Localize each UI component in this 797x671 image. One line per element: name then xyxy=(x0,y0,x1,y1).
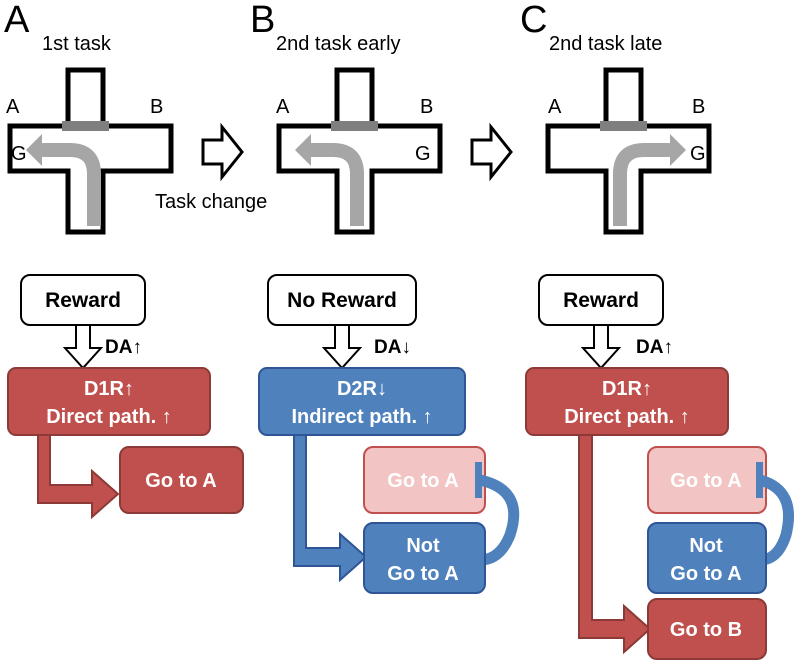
da-arrow xyxy=(580,324,622,370)
path-arrow xyxy=(40,143,101,226)
reward-label: Reward xyxy=(563,289,639,312)
da-label: DA↑ xyxy=(636,337,673,358)
indirect-arrow xyxy=(293,434,368,583)
panel-title: 2nd task early xyxy=(276,33,401,55)
path-arrow xyxy=(613,143,670,226)
arm-label-right: B xyxy=(420,96,433,118)
inhibition-curve xyxy=(758,474,795,566)
task-change-arrow-2 xyxy=(470,122,513,182)
reward-label: Reward xyxy=(45,289,121,312)
da-arrow xyxy=(321,324,363,370)
pathway-line2: Direct path. ↑ xyxy=(46,406,172,428)
start-door xyxy=(600,121,647,131)
not-label: Not xyxy=(406,535,440,557)
task-change-arrow-1 xyxy=(201,122,244,182)
go-to-a-label: Go to A xyxy=(145,470,216,492)
pathway-line1: D2R↓ xyxy=(337,378,387,400)
go-to-a-label: Go to A xyxy=(670,470,741,492)
maze-diagram xyxy=(279,70,440,232)
goal-label: G xyxy=(690,143,706,165)
panel-b: B 2nd task early A B G No Reward DA↓ D2R… xyxy=(250,0,520,594)
go-to-b-box xyxy=(647,598,767,660)
go-to-a-box xyxy=(119,446,244,514)
panel-title: 1st task xyxy=(42,33,112,55)
pathway-line1: D1R↑ xyxy=(602,378,652,400)
da-label: DA↑ xyxy=(105,337,142,358)
pathway-line1: D1R↑ xyxy=(84,378,134,400)
panel-letter: A xyxy=(4,0,30,41)
path-arrowhead xyxy=(26,134,42,166)
goal-label: G xyxy=(415,143,431,165)
inhibition-bar xyxy=(475,462,482,498)
arm-label-left: A xyxy=(276,96,290,118)
direct-arrow xyxy=(37,434,120,520)
da-label: DA↓ xyxy=(374,337,411,358)
not-go-to-a-box xyxy=(647,522,767,594)
not-label: Not xyxy=(689,535,723,557)
go-to-b-label: Go to B xyxy=(670,619,742,641)
arm-label-left: A xyxy=(6,96,20,118)
go-to-a-label: Go to A xyxy=(387,563,458,585)
indirect-pathway-box xyxy=(258,367,466,436)
panel-c: C 2nd task late A B G Reward DA↑ D1R↑ Di… xyxy=(520,0,795,660)
arm-label-right: B xyxy=(150,96,163,118)
pathway-line2: Indirect path. ↑ xyxy=(291,406,432,428)
direct-pathway-box xyxy=(7,367,211,436)
panel-title: 2nd task late xyxy=(549,33,662,55)
path-arrowhead xyxy=(295,134,311,166)
path-arrowhead xyxy=(670,134,686,166)
start-door xyxy=(331,121,378,131)
start-door xyxy=(62,121,109,131)
go-to-a-label: Go to A xyxy=(670,563,741,585)
direct-arrow xyxy=(578,434,652,655)
task-change-label: Task change xyxy=(155,191,267,213)
direct-pathway-box xyxy=(525,367,729,436)
arm-label-left: A xyxy=(548,96,562,118)
panel-letter: B xyxy=(250,0,275,41)
panel-a: A 1st task A B G Reward DA↑ D1R↑ Direct … xyxy=(4,0,244,520)
goal-label: G xyxy=(11,143,27,165)
inhibition-bar xyxy=(756,462,763,498)
reward-label: No Reward xyxy=(287,289,397,312)
go-to-a-label: Go to A xyxy=(387,470,458,492)
da-arrow xyxy=(62,324,104,370)
inhibition-curve xyxy=(478,474,520,566)
panel-letter: C xyxy=(520,0,547,41)
maze-diagram xyxy=(10,70,171,232)
pathway-line2: Direct path. ↑ xyxy=(564,406,690,428)
arm-label-right: B xyxy=(692,96,705,118)
not-go-to-a-box xyxy=(363,522,486,594)
path-arrow xyxy=(309,143,364,226)
maze-diagram xyxy=(548,70,709,232)
